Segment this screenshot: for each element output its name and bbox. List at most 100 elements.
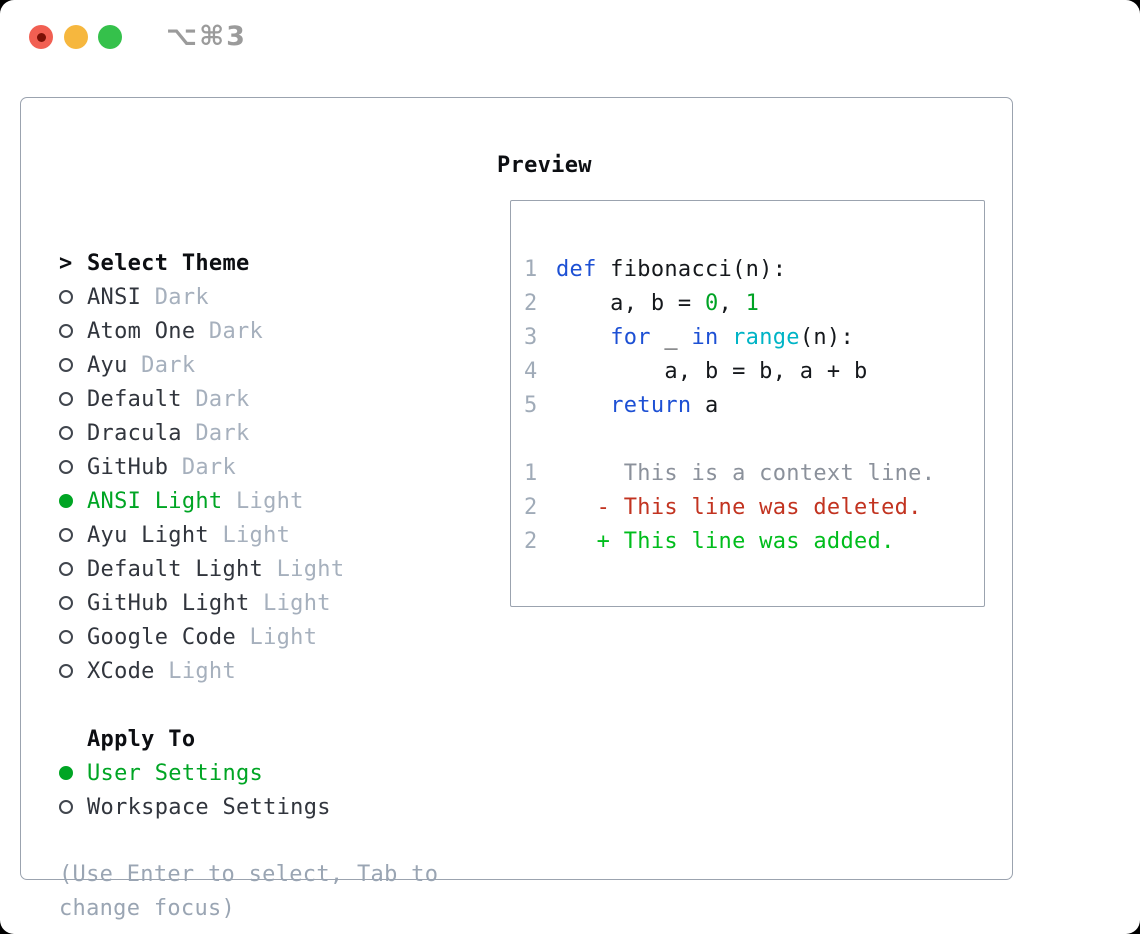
apply-option-label: User Settings xyxy=(87,760,264,786)
code-line: 3 for _ in range(n): xyxy=(524,320,984,354)
line-number: 3 xyxy=(524,324,538,350)
spacer xyxy=(59,824,519,858)
code-line: 5 return a xyxy=(524,388,984,422)
line-number: 4 xyxy=(524,358,538,384)
apply-option-label: Workspace Settings xyxy=(87,794,331,820)
line-number: 1 xyxy=(524,256,538,282)
titlebar: ⌥⌘3 xyxy=(0,0,1140,74)
theme-option-label: Default Light xyxy=(87,556,264,582)
diff-snippet: 1 This is a context line.2 - This line w… xyxy=(524,456,984,558)
select-theme-title: Select Theme xyxy=(87,250,250,276)
spacer xyxy=(524,422,984,456)
radio-unselected-icon xyxy=(59,426,87,440)
hint-text: (Use Enter to select, Tab to change focu… xyxy=(59,862,439,921)
theme-variant-label: Light xyxy=(249,590,331,616)
apply-to-header: Apply To xyxy=(59,722,519,756)
theme-option-ayu-light[interactable]: Ayu Light Light xyxy=(59,518,519,552)
theme-variant-label: Dark xyxy=(168,454,237,480)
diff-text: + This line was added. xyxy=(556,528,895,554)
theme-variant-label: Dark xyxy=(127,352,196,378)
radio-unselected-icon xyxy=(59,358,87,372)
theme-variant-label: Light xyxy=(208,522,291,548)
window-title: ⌥⌘3 xyxy=(166,21,247,52)
maximize-button[interactable] xyxy=(98,25,122,49)
radio-unselected-icon xyxy=(59,562,87,576)
theme-option-label: XCode xyxy=(87,658,155,684)
select-theme-header: > Select Theme xyxy=(59,246,519,280)
focus-caret: > xyxy=(59,250,73,276)
radio-unselected-icon xyxy=(59,290,87,304)
theme-variant-label: Dark xyxy=(141,284,209,310)
diff-line-deleted: 2 - This line was deleted. xyxy=(524,490,984,524)
code-text: a, b = b, a + b xyxy=(556,358,868,384)
minimize-button[interactable] xyxy=(64,25,88,49)
theme-option-default[interactable]: Default Dark xyxy=(59,382,519,416)
theme-option-github[interactable]: GitHub Dark xyxy=(59,450,519,484)
line-number: 2 xyxy=(524,290,538,316)
radio-unselected-icon xyxy=(59,800,87,814)
apply-to-title: Apply To xyxy=(87,726,196,752)
code-line: 1 def fibonacci(n): xyxy=(524,252,984,286)
theme-option-atom-one[interactable]: Atom One Dark xyxy=(59,314,519,348)
diff-text: - This line was deleted. xyxy=(556,494,922,520)
theme-option-label: Default xyxy=(87,386,182,412)
line-number: 5 xyxy=(524,392,538,418)
theme-option-ansi-light[interactable]: ANSI Light Light xyxy=(59,484,519,518)
theme-variant-label: Light xyxy=(263,556,345,582)
theme-variant-label: Dark xyxy=(181,386,250,412)
diff-text: This is a context line. xyxy=(556,460,936,486)
theme-option-xcode[interactable]: XCode Light xyxy=(59,654,519,688)
radio-unselected-icon xyxy=(59,630,87,644)
diff-line-context: 1 This is a context line. xyxy=(524,456,984,490)
code-text: return a xyxy=(610,392,719,418)
code-line: 4 a, b = b, a + b xyxy=(524,354,984,388)
theme-option-ansi[interactable]: ANSI Dark xyxy=(59,280,519,314)
preview-title: Preview xyxy=(497,152,592,178)
theme-option-label: Ayu xyxy=(87,352,128,378)
line-number: 2 xyxy=(524,528,538,554)
theme-option-label: Ayu Light xyxy=(87,522,209,548)
spacer xyxy=(59,688,519,722)
apply-option-user-settings[interactable]: User Settings xyxy=(59,756,519,790)
code-text: a, b = 0, 1 xyxy=(556,290,760,316)
unsaved-indicator-dot xyxy=(36,32,46,42)
code-line: 2 a, b = 0, 1 xyxy=(524,286,984,320)
apply-option-workspace-settings[interactable]: Workspace Settings xyxy=(59,790,519,824)
theme-variant-label: Light xyxy=(222,488,304,514)
theme-option-label: GitHub Light xyxy=(87,590,250,616)
code-text: for _ in range(n): xyxy=(610,324,855,350)
line-number: 1 xyxy=(524,460,538,486)
radio-selected-icon xyxy=(59,494,87,508)
theme-variant-label: Light xyxy=(236,624,318,650)
radio-unselected-icon xyxy=(59,392,87,406)
line-number: 2 xyxy=(524,494,538,520)
theme-option-github-light[interactable]: GitHub Light Light xyxy=(59,586,519,620)
theme-option-label: ANSI xyxy=(87,284,142,310)
code-text: def fibonacci(n): xyxy=(556,256,787,282)
theme-option-google-code[interactable]: Google Code Light xyxy=(59,620,519,654)
theme-option-label: ANSI Light xyxy=(87,488,223,514)
radio-unselected-icon xyxy=(59,528,87,542)
theme-option-label: Google Code xyxy=(87,624,236,650)
radio-unselected-icon xyxy=(59,664,87,678)
diff-line-added: 2 + This line was added. xyxy=(524,524,984,558)
theme-variant-label: Dark xyxy=(195,318,264,344)
theme-option-label: Atom One xyxy=(87,318,196,344)
theme-option-label: GitHub xyxy=(87,454,169,480)
theme-variant-label: Light xyxy=(154,658,237,684)
theme-option-ayu[interactable]: Ayu Dark xyxy=(59,348,519,382)
theme-option-label: Dracula xyxy=(87,420,182,446)
close-button[interactable] xyxy=(29,25,53,49)
radio-selected-icon xyxy=(59,766,87,780)
radio-unselected-icon xyxy=(59,460,87,474)
theme-variant-label: Dark xyxy=(181,420,250,446)
radio-unselected-icon xyxy=(59,324,87,338)
radio-unselected-icon xyxy=(59,596,87,610)
theme-option-dracula[interactable]: Dracula Dark xyxy=(59,416,519,450)
theme-option-default-light[interactable]: Default Light Light xyxy=(59,552,519,586)
